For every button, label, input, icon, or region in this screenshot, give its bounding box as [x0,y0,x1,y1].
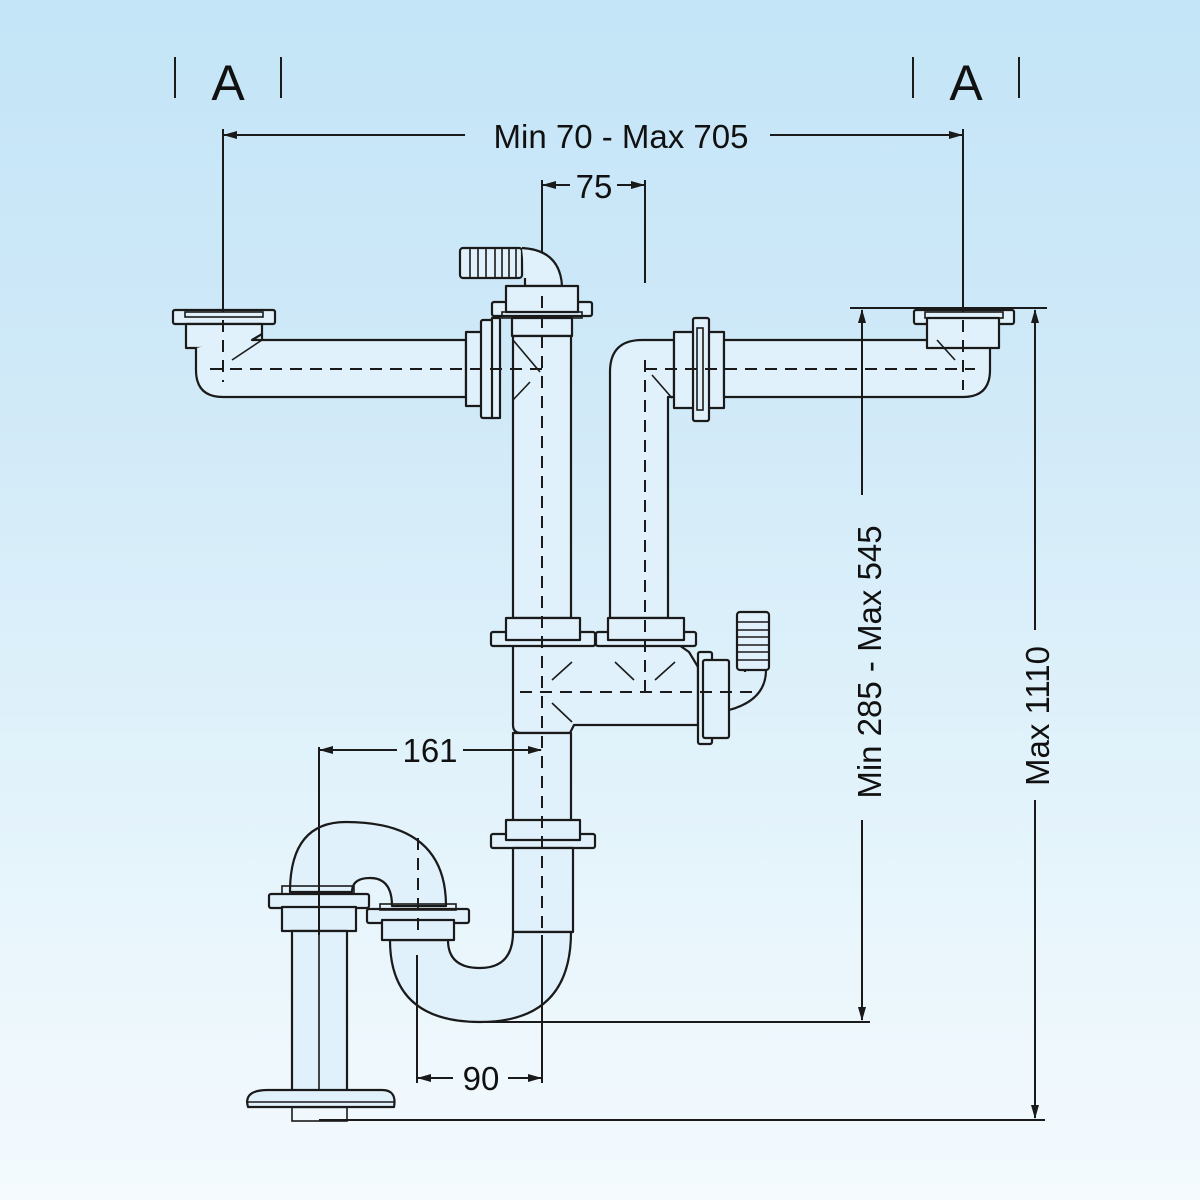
manifold-body [511,643,700,735]
dimension-trap-offset: 161 [318,732,542,935]
trap-u-bend [388,930,573,1024]
dimension-label-trap-offset: 161 [402,732,457,769]
flow-indicator [651,374,673,399]
dimension-trap-width: 90 [416,935,543,1097]
manifold [489,610,771,746]
trap [246,820,573,1122]
dimension-label-max-height: Max 1110 [1019,646,1056,786]
hose-barb-side [735,610,771,672]
outlet-spigot [291,1106,348,1122]
trap-upper-loop [288,820,448,908]
dimension-label-outlet-offset: 75 [576,168,613,205]
dimension-label-trap-width: 90 [463,1060,500,1097]
right-elbow-pipe [608,338,676,620]
dimension-label-adjustable-height: Min 285 - Max 545 [851,525,888,798]
right-sink-arm [608,308,1016,620]
flow-indicator [512,381,531,401]
section-mark-left: A [174,55,282,111]
section-label-left: A [211,55,245,111]
left-arm-pipe [194,333,468,399]
flow-indicator [512,339,541,373]
centerlines [210,296,975,935]
section-mark-right: A [912,55,1020,111]
dimension-adjustable-height: Min 285 - Max 545 [480,307,1047,1023]
dimension-overall-width: Min 70 - Max 705 [222,118,964,318]
hose-barb-top [458,246,564,288]
floor-rosette [246,1088,396,1109]
section-label-right: A [949,55,983,111]
flow-indicator [936,339,956,361]
center-column [458,246,594,620]
dimension-label-overall-width: Min 70 - Max 705 [494,118,749,155]
dimension-outlet-offset: 75 [541,168,646,290]
side-cap [701,658,731,740]
flow-indicator [231,339,263,361]
dimension-max-height: Max 1110 [319,309,1056,1121]
